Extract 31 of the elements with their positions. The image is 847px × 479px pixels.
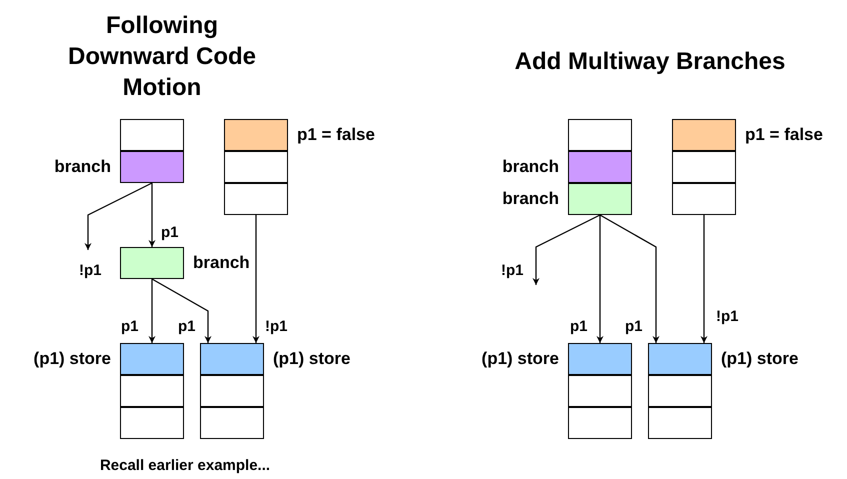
instruction-label: branch bbox=[502, 157, 559, 177]
edge-label: p1 bbox=[177, 318, 197, 336]
edge-label: p1 bbox=[120, 318, 140, 336]
edge-label: p1 bbox=[160, 224, 180, 242]
instruction-label: (p1) store bbox=[721, 349, 798, 369]
edge-label: p1 bbox=[624, 318, 644, 336]
panel-title: Following Downward Code Motion bbox=[66, 11, 257, 103]
instruction-label: branch bbox=[193, 253, 250, 273]
instruction-label: p1 = false bbox=[297, 125, 375, 145]
instruction-label: (p1) store bbox=[34, 349, 111, 369]
arrow bbox=[152, 278, 212, 343]
edge-label: !p1 bbox=[78, 262, 102, 280]
instruction-label: (p1) store bbox=[482, 349, 559, 369]
panel-title: Add Multiway Branches bbox=[514, 47, 786, 77]
edge-label: !p1 bbox=[264, 318, 288, 336]
arrow bbox=[532, 214, 600, 285]
instruction-label: branch bbox=[502, 189, 559, 209]
arrow bbox=[148, 183, 156, 247]
arrow bbox=[84, 182, 152, 250]
edge-label: p1 bbox=[569, 318, 589, 336]
arrow bbox=[600, 214, 660, 343]
edge-label: !p1 bbox=[500, 262, 524, 280]
arrow bbox=[700, 215, 708, 343]
arrow bbox=[596, 215, 604, 343]
edge-label: !p1 bbox=[715, 308, 740, 326]
instruction-label: branch bbox=[54, 157, 111, 177]
footnote: Recall earlier example... bbox=[98, 456, 272, 476]
instruction-label: (p1) store bbox=[273, 349, 350, 369]
instruction-label: p1 = false bbox=[745, 125, 823, 145]
arrow bbox=[148, 279, 156, 343]
arrow bbox=[252, 215, 260, 343]
